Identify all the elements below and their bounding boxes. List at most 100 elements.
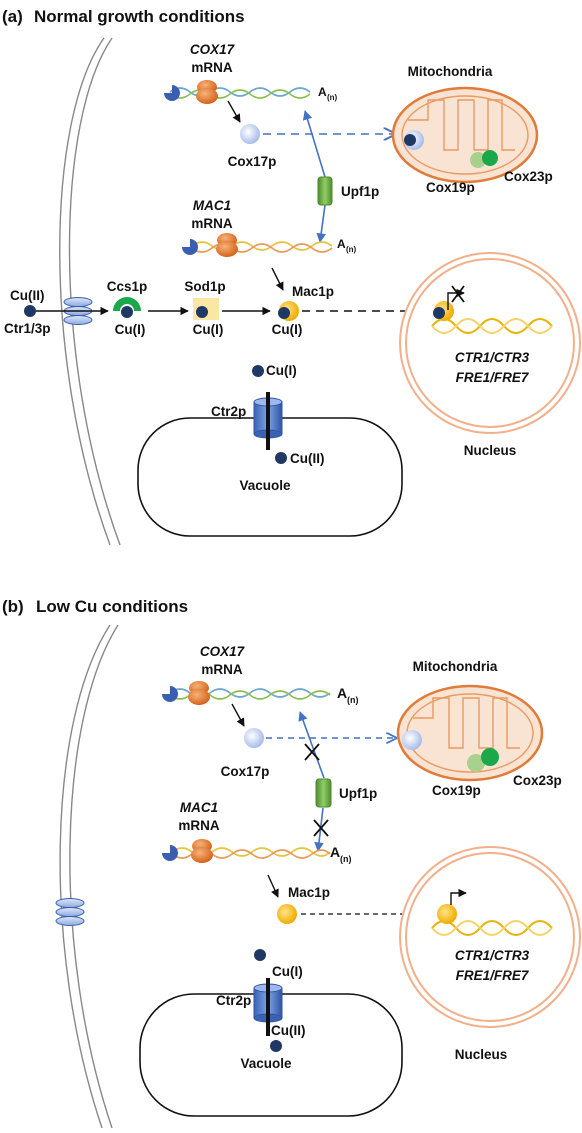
cu1-sod1-label-a: Cu(I) [193, 322, 224, 337]
ctr2p-label-b: Ctr2p [216, 993, 251, 1008]
polya-a-cox17-a: A [318, 85, 327, 99]
upf1-to-mac1-arrow-a [316, 204, 326, 243]
upf1p-protein-a [317, 176, 333, 206]
cu1-ctr2-label-b: Cu(I) [272, 964, 303, 979]
vacuole-label-b: Vacuole [240, 1056, 292, 1071]
ctr13p-label-a: Ctr1/3p [4, 321, 51, 336]
block-x-icon-cox17-b [304, 743, 320, 761]
panel-b-title: Low Cu conditions [36, 597, 188, 616]
panel-b: (b) Low Cu conditions COX17 mRNA A (n) C… [2, 597, 581, 1129]
upf1p-label-a: Upf1p [341, 184, 379, 199]
translation-arrow-cox17-b [231, 703, 245, 727]
cox17p-mito-b [402, 730, 422, 750]
ctr2-channel-icon-b [253, 978, 283, 1036]
ribosome-icon-cox17-a [196, 80, 218, 104]
upf1p-protein-b [315, 778, 332, 808]
cap-icon-cox17-a [164, 85, 180, 101]
polya-n-mac1-b: (n) [340, 854, 352, 864]
polya-n-mac1-a: (n) [346, 245, 357, 254]
polya-a-mac1-a: A [337, 237, 346, 251]
cu-icon-ctr2-b [254, 949, 266, 961]
cox23p-protein-a [482, 150, 498, 166]
polya-a-mac1-b: A [330, 844, 340, 860]
cu1-ccs1-label-a: Cu(I) [115, 322, 146, 337]
mac1-mrna-strand-a [191, 241, 333, 253]
ccs1p-label-a: Ccs1p [107, 279, 148, 294]
panel-a-tag: (a) [2, 7, 23, 26]
ctr2-channel-icon-a [253, 392, 283, 450]
cu-icon-outside-a [24, 305, 36, 317]
ribosome-icon-cox17-b [188, 681, 210, 705]
mac1p-bound-b [437, 904, 457, 924]
mac1-mrna-label-b: mRNA [178, 818, 220, 833]
cu1-ctr2-label-a: Cu(I) [266, 363, 297, 378]
cu-icon-vac-b [270, 1040, 282, 1052]
cox17-gene-label-b: COX17 [200, 644, 246, 659]
cap-icon-cox17-b [162, 686, 178, 702]
cu-icon-mito-a [404, 134, 416, 146]
cu-icon-ctr2-a [252, 365, 264, 377]
panel-a: (a) Normal growth conditions COX17 mRNA … [2, 7, 581, 546]
mitochondria-label-a: Mitochondria [408, 64, 493, 79]
upf1-to-cox17-arrow-b [298, 711, 325, 779]
cox19p-protein-b [467, 754, 485, 772]
translation-arrow-mac1-a [271, 267, 284, 291]
transcription-arrow-b [450, 888, 467, 905]
ribosome-icon-mac1-b [191, 839, 213, 863]
cox19p-protein-a [470, 152, 486, 168]
vacuole-label-a: Vacuole [239, 478, 291, 493]
ctr2p-label-a: Ctr2p [211, 404, 246, 419]
cox17-mrna-label-a: mRNA [191, 60, 233, 75]
dna-helix-icon-a [431, 318, 553, 334]
panel-b-tag: (b) [2, 597, 24, 616]
panel-a-title: Normal growth conditions [34, 7, 245, 26]
cox17p-protein-b [244, 728, 264, 748]
nucleus-b [399, 846, 581, 1028]
mac1p-label-b: Mac1p [288, 885, 330, 900]
cu2-vac-label-b: Cu(II) [271, 1023, 306, 1038]
ctr1-ctr3-label-b: CTR1/CTR3 [455, 948, 530, 963]
polya-n-cox17-a: (n) [327, 93, 338, 102]
sod1p-label-a: Sod1p [184, 279, 225, 294]
cu-icon-mac1-a [278, 307, 290, 319]
mitochondria-a [391, 86, 539, 184]
fre1-fre7-label-b: FRE1/FRE7 [456, 968, 530, 983]
cu-icon-vac-a [275, 452, 287, 464]
cox17p-protein-a [240, 124, 260, 144]
cox17-mrna-strand-a [169, 87, 311, 99]
mac1-gene-label-a: MAC1 [193, 198, 231, 213]
cell-wall-a [59, 37, 121, 546]
cox23p-label-a: Cox23p [504, 169, 553, 184]
ccs1p-protein-a [113, 297, 141, 311]
block-x-icon-a [451, 285, 465, 303]
cu2-vac-label-a: Cu(II) [290, 451, 325, 466]
nucleus-a [399, 252, 581, 434]
polya-a-cox17-b: A [337, 685, 347, 701]
translation-arrow-cox17-a [227, 100, 241, 123]
ctr1-ctr3-label-a: CTR1/CTR3 [455, 350, 530, 365]
ribosome-icon-mac1-a [216, 233, 238, 257]
mitochondria-b [396, 684, 544, 782]
cox17-mrna-label-b: mRNA [201, 662, 243, 677]
cap-icon-mac1-b [162, 845, 178, 861]
nucleus-label-b: Nucleus [455, 1047, 508, 1062]
mac1p-protein-b [277, 904, 297, 924]
cox23p-protein-b [481, 748, 499, 766]
cox19p-label-b: Cox19p [432, 783, 481, 798]
cu1-mac1-label-a: Cu(I) [272, 322, 303, 337]
mac1-gene-label-b: MAC1 [180, 800, 218, 815]
block-x-icon-mac1-b [313, 819, 329, 837]
nucleus-label-a: Nucleus [464, 443, 517, 458]
cell-wall-b [59, 624, 119, 1129]
dna-helix-icon-b [431, 920, 553, 936]
ctr13-transporter-icon-b [55, 898, 85, 926]
cox17-gene-label-a: COX17 [190, 42, 236, 57]
fre1-fre7-label-a: FRE1/FRE7 [456, 370, 530, 385]
cu-icon-nucleus-a [433, 307, 445, 319]
mac1p-label-a: Mac1p [292, 284, 334, 299]
cox17p-label-a: Cox17p [228, 154, 277, 169]
cu2-outside-label-a: Cu(II) [10, 288, 45, 303]
upf1-to-cox17-arrow-a [302, 110, 326, 178]
cu-icon-ccs1-a [121, 306, 133, 318]
